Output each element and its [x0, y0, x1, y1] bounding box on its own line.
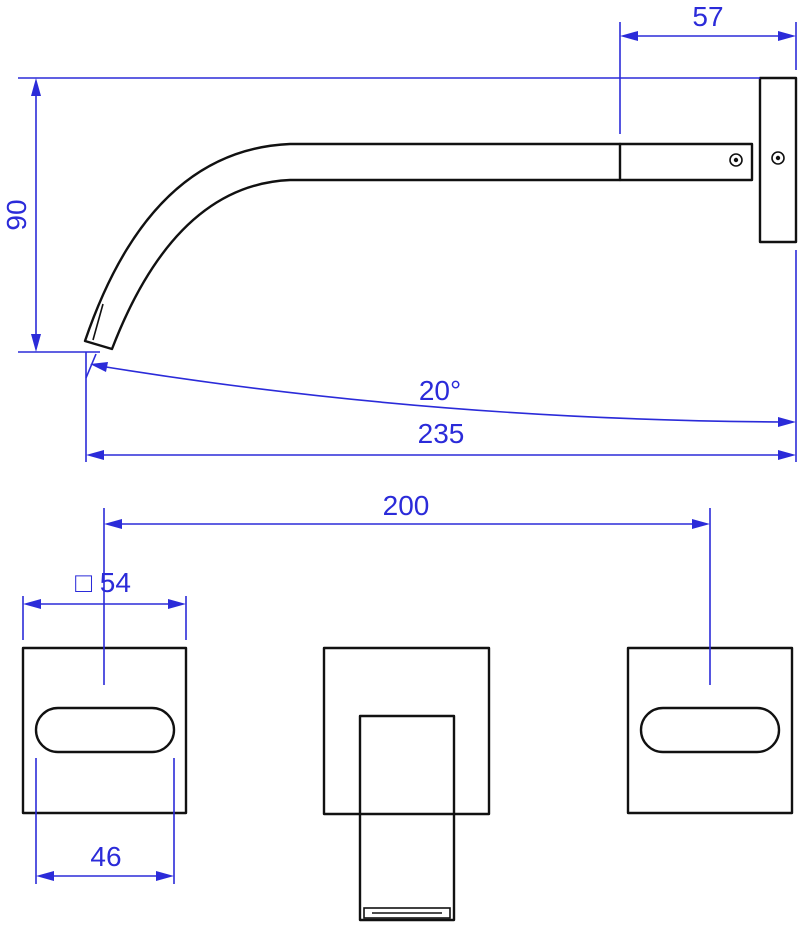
sleeve-screw [729, 153, 743, 167]
dim-height: 90 [1, 199, 32, 230]
wall-plate-screw-dot [775, 155, 781, 161]
spout-tip-line [92, 303, 104, 341]
wall-plate [758, 76, 798, 244]
dim-angle: 20° [419, 375, 461, 406]
dim-length: 235 [418, 418, 465, 449]
spout-sleeve [618, 142, 754, 182]
sleeve-screw-dot [733, 157, 739, 163]
spout-front-body [358, 714, 456, 922]
dim-plate-depth: 57 [692, 1, 723, 32]
side-view [83, 76, 798, 351]
dim-plate-size: □ 54 [75, 567, 131, 598]
spout-escutcheon [322, 646, 491, 816]
wall-plate-screw [771, 151, 785, 165]
left-handle-slot [34, 706, 176, 754]
front-view [21, 646, 794, 922]
front-dimensions: 200 □ 54 46 [22, 490, 711, 884]
dim-inner-width: 46 [90, 841, 121, 872]
side-dimensions: 90 57 20° 235 [1, 1, 797, 462]
right-handle-slot [639, 706, 781, 754]
spout-pipe [83, 142, 622, 351]
spout-front-outlet [363, 907, 451, 919]
dim-spacing: 200 [383, 490, 430, 521]
